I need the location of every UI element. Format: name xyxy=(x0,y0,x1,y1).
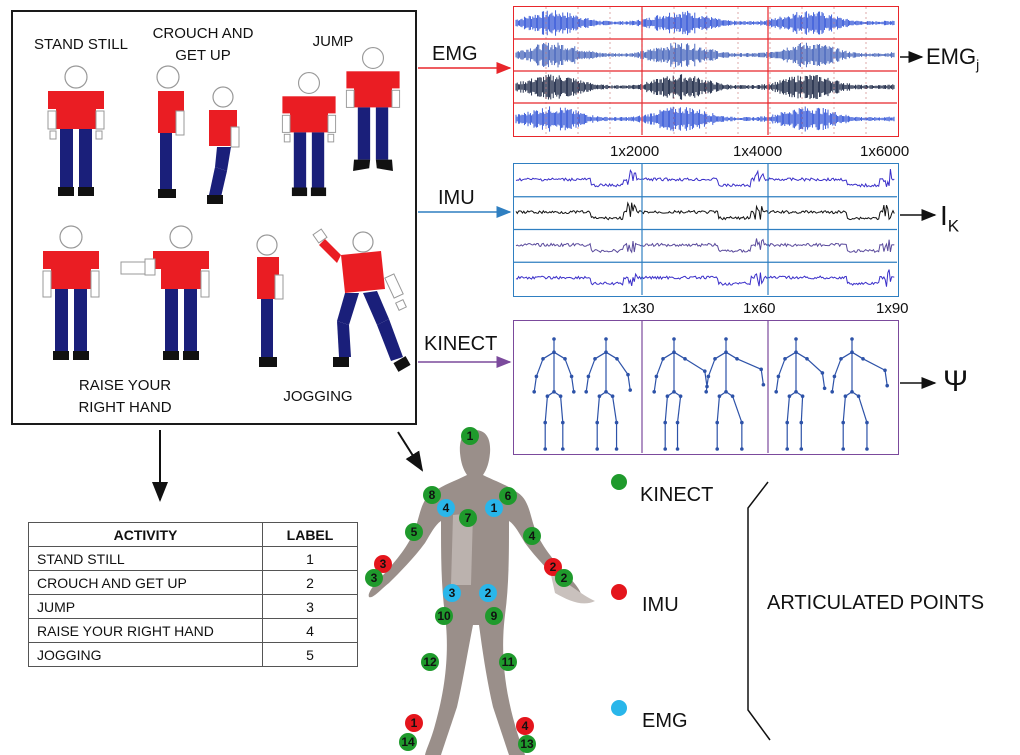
activities-panel: STAND STILL CROUCH AND GET UP JUMP RAISE… xyxy=(11,10,417,425)
kinect-joint-marker: 10 xyxy=(435,607,453,625)
figure-raise-hand-2 xyxy=(120,225,210,360)
kinect-joint-marker: 13 xyxy=(518,735,536,753)
figure-raise-hand-1 xyxy=(42,225,100,360)
table-cell-label: 2 xyxy=(262,570,358,595)
imu-trace xyxy=(515,269,895,287)
imu-output-label: IK xyxy=(940,200,959,237)
activity-label-stand-still: STAND STILL xyxy=(34,36,128,53)
kinect-joint-marker: 9 xyxy=(485,607,503,625)
imu-trace xyxy=(515,238,895,254)
kinect-label: KINECT xyxy=(424,333,498,355)
kinect-joint-marker: 12 xyxy=(421,653,439,671)
table-cell-label: 3 xyxy=(262,594,358,619)
imu-label: IMU xyxy=(438,187,475,209)
imu-output-sub: K xyxy=(947,216,960,236)
table-cell-label: 1 xyxy=(262,546,358,571)
emg-waveforms xyxy=(514,7,897,135)
figure-jump-2 xyxy=(345,46,401,172)
emg-trace xyxy=(515,74,895,100)
kinect-joint-marker: 14 xyxy=(399,733,417,751)
activity-label-raise-hand: RAISE YOUR RIGHT HAND xyxy=(78,377,172,416)
table-cell-activity: RAISE YOUR RIGHT HAND xyxy=(28,618,263,643)
figure-jogging-2 xyxy=(312,228,411,372)
activity-label-jogging: JOGGING xyxy=(283,388,353,405)
kinect-joint-marker: 3 xyxy=(365,569,383,587)
table-cell-activity: STAND STILL xyxy=(28,546,263,571)
body-highlight xyxy=(451,513,473,585)
emg-tick-3: 1x6000 xyxy=(860,143,910,160)
imu-joint-marker: 1 xyxy=(405,714,423,732)
emg-trace xyxy=(515,106,895,132)
legend-imu-label: IMU xyxy=(642,594,679,616)
emg-joint-marker: 4 xyxy=(437,499,455,517)
table-cell-activity: JUMP xyxy=(28,594,263,619)
kinect-joint-marker: 1 xyxy=(461,427,479,445)
emg-output-label: EMGj xyxy=(926,44,979,72)
kinect-joint-marker: 5 xyxy=(405,523,423,541)
activity-label-crouch: CROUCH AND GET UP xyxy=(152,25,254,64)
legend-emg-label: EMG xyxy=(642,710,688,732)
legend-emg-dot xyxy=(611,700,627,716)
figure-crouch-stand xyxy=(156,65,185,198)
emg-output-text: EMG xyxy=(926,44,977,69)
imu-signal-box xyxy=(513,163,899,297)
kinect-signal-box xyxy=(513,320,899,455)
imu-output-text: I xyxy=(940,200,948,231)
kinect-joint-marker: 7 xyxy=(459,509,477,527)
table-cell-activity: CROUCH AND GET UP xyxy=(28,570,263,595)
emg-trace xyxy=(515,10,895,36)
emg-label: EMG xyxy=(432,43,478,65)
emg-trace xyxy=(515,42,895,68)
activity-label-jump: JUMP xyxy=(312,33,354,50)
table-cell-label: 5 xyxy=(262,642,358,667)
down-arrow-body xyxy=(397,431,424,472)
legend-imu-dot xyxy=(611,584,627,600)
imu-waveforms xyxy=(514,164,897,295)
imu-joint-marker: 4 xyxy=(516,717,534,735)
emg-joint-marker: 2 xyxy=(479,584,497,602)
legend-group-label: ARTICULATED POINTS xyxy=(767,592,985,614)
kinect-skeletons xyxy=(532,321,889,453)
emg-joint-marker: 1 xyxy=(485,499,503,517)
emg-tick-1: 1x2000 xyxy=(610,143,660,160)
kinect-joint-marker: 8 xyxy=(423,486,441,504)
kinect-joint-marker: 6 xyxy=(499,487,517,505)
emg-signal-box xyxy=(513,6,899,137)
activity-figures xyxy=(42,46,411,372)
imu-tick-1: 1x30 xyxy=(622,300,655,317)
imu-trace xyxy=(515,169,895,188)
imu-tick-3: 1x90 xyxy=(876,300,909,317)
body-silhouette xyxy=(368,430,582,755)
table-cell-activity: JOGGING xyxy=(28,642,263,667)
imu-tick-2: 1x60 xyxy=(743,300,776,317)
kinect-output-label: Ψ xyxy=(943,365,969,398)
figure-crouch-down xyxy=(207,86,240,204)
emg-tick-2: 1x4000 xyxy=(733,143,783,160)
legend-bracket xyxy=(747,481,771,741)
table-header-label: LABEL xyxy=(262,522,358,547)
table-header-activity: ACTIVITY xyxy=(28,522,263,547)
emg-output-sub: j xyxy=(976,56,980,73)
legend-kinect-label: KINECT xyxy=(640,484,714,506)
kinect-joint-marker: 4 xyxy=(523,527,541,545)
figure-jogging-1 xyxy=(256,234,284,367)
table-header-row: ACTIVITY LABEL xyxy=(28,522,358,547)
kinect-joint-marker: 11 xyxy=(499,653,517,671)
body-figure xyxy=(368,430,595,755)
legend-kinect-dot xyxy=(611,474,627,490)
table-cell-label: 4 xyxy=(262,618,358,643)
emg-joint-marker: 3 xyxy=(443,584,461,602)
kinect-joint-marker: 2 xyxy=(555,569,573,587)
imu-joint-marker: 3 xyxy=(374,555,392,573)
imu-trace xyxy=(515,201,895,221)
